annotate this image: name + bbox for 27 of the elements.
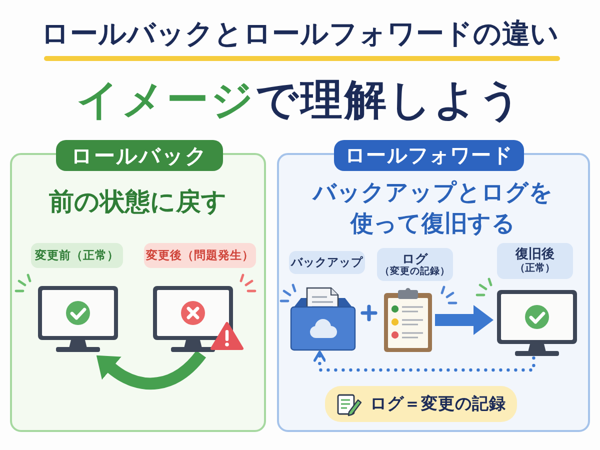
monitor-check-icon [496,289,578,357]
label-tag: 変更前（正常） [31,243,123,268]
arrow [435,305,494,335]
tag-subtext: （正常） [515,262,555,276]
curved-arrow [96,350,206,390]
panel-heading: 前の状態に戻す [48,186,228,218]
tag-subtext: （変更の記録） [380,266,450,278]
heading-tab: ロールバック [56,140,223,171]
panel-heading: バックアップとログを使って復旧する [313,179,553,239]
tag-text: ログ＝変更の記録 [370,394,506,414]
tag-text: 復旧後 [516,246,554,262]
panel [277,140,590,432]
panel [10,140,266,432]
cloud-tray-icon [290,287,356,351]
label-tag: バックアップ [289,251,365,274]
title: ロールバックとロールフォワードの違い [40,16,560,52]
clipboard-icon [383,287,433,353]
label-tag [325,386,517,422]
monitor-error-icon [152,285,234,353]
monitor-check-icon [37,285,119,353]
dotted-arrow [313,350,536,372]
subtitle: イメージで理解しよう [76,74,524,126]
label-tag [377,248,453,281]
label-tag: 変更後（問題発生） [144,243,256,268]
tag-text: ログ [402,250,428,266]
heading-tab: ロールフォワード [334,140,524,171]
label-tag [497,243,573,279]
